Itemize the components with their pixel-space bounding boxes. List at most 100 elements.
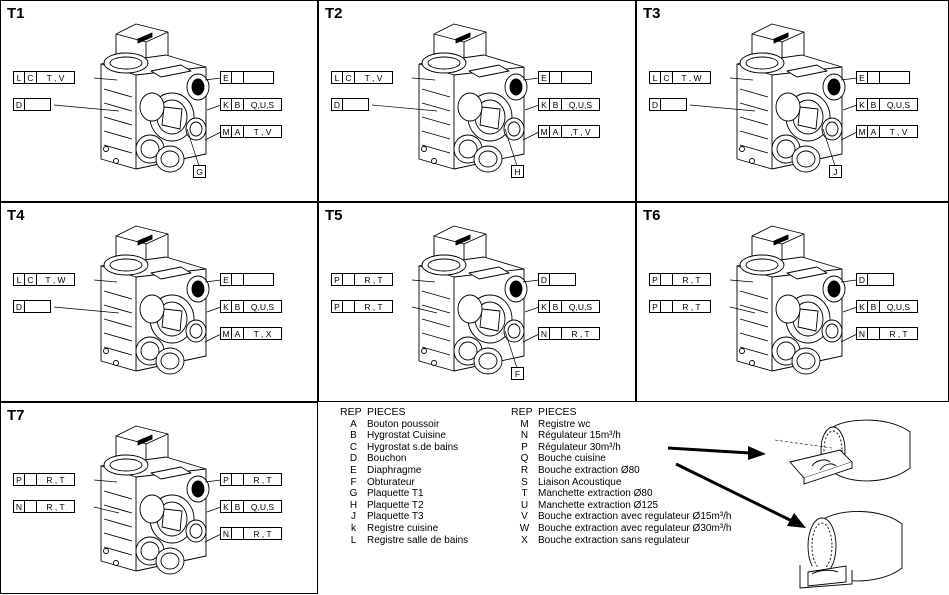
label-cell [343, 300, 355, 313]
cell-title: T4 [7, 207, 25, 224]
label-cell: T , V [880, 125, 918, 138]
label-cell [232, 273, 244, 286]
label-cell: Q,U,S [244, 500, 282, 513]
label-cell: L [331, 71, 343, 84]
label-cell: R , T [673, 273, 711, 286]
label-cell: M [856, 125, 868, 138]
legend-pieces-header: PIECES [538, 406, 577, 418]
legend-description: Liaison Acoustique [538, 476, 622, 488]
label-cell: R , T [244, 473, 282, 486]
label-cell: R , T [355, 273, 393, 286]
left-callout-label: D [13, 98, 51, 111]
label-cell: P [13, 473, 25, 486]
label-cell [25, 98, 51, 111]
legend-code: R [520, 464, 529, 476]
label-cell [868, 273, 894, 286]
label-cell: M [538, 125, 550, 138]
legend-description: Plaquette T3 [367, 511, 424, 523]
legend-header: REP PIECES [340, 406, 468, 419]
label-cell [343, 98, 369, 111]
vmc-unit-drawing [729, 225, 858, 375]
label-cell [244, 71, 274, 84]
label-cell: E [538, 71, 550, 84]
right-callout-label: N R , T [538, 327, 600, 340]
right-callout-label: D [856, 273, 894, 286]
vmc-unit-drawing [53, 23, 222, 173]
legend-description: Hygrostat s.de bains [367, 441, 459, 453]
legend-description: Registre wc [538, 418, 591, 430]
legend-description: Manchette extraction Ø125 [538, 499, 659, 511]
cell-title: T7 [7, 407, 25, 424]
label-cell: D [649, 98, 661, 111]
label-cell: Q,U,S [562, 98, 600, 111]
label-cell: L [13, 273, 25, 286]
legend-description: Bouche extraction avec regulateur Ø30m³/… [538, 522, 732, 534]
legend-code: U [520, 499, 529, 511]
legend-pieces-header: PIECES [367, 406, 406, 418]
legend-code: N [520, 430, 529, 442]
label-cell: B [868, 300, 880, 313]
label-cell: D [13, 98, 25, 111]
label-cell: B [550, 300, 562, 313]
label-cell [868, 327, 880, 340]
label-cell: N [220, 527, 232, 540]
label-cell: A [868, 125, 880, 138]
label-cell: P [331, 273, 343, 286]
label-cell: D [538, 273, 550, 286]
plate-callout: G [193, 165, 206, 178]
legend-description: Diaphragme [367, 464, 422, 476]
label-cell: P [331, 300, 343, 313]
left-callout-label: D [13, 300, 51, 313]
legend-description: Registre salle de bains [367, 534, 469, 546]
label-cell: Q,U,S [880, 300, 918, 313]
label-cell: E [220, 273, 232, 286]
label-cell: T , W [673, 71, 711, 84]
cell-title: T5 [325, 207, 343, 224]
legend-code: M [520, 418, 529, 430]
label-cell [880, 71, 910, 84]
label-cell: C [25, 273, 37, 286]
label-cell: E [856, 71, 868, 84]
legend-description: Régulateur 30m³/h [538, 441, 621, 453]
legend-code: W [519, 522, 530, 534]
label-cell: N [538, 327, 550, 340]
label-cell: C [661, 71, 673, 84]
vmc-unit-drawing [53, 225, 222, 375]
right-callout-label: E [856, 71, 910, 84]
label-cell: T , W [37, 273, 75, 286]
legend-description: Obturateur [367, 476, 415, 488]
legend-code: G [349, 488, 358, 500]
label-cell: T , X [244, 327, 282, 340]
plate-callout: J [829, 165, 842, 178]
legend-code: C [349, 441, 358, 453]
label-cell [868, 71, 880, 84]
legend-code: V [521, 511, 528, 523]
label-cell: B [868, 98, 880, 111]
label-cell [661, 273, 673, 286]
label-cell: K [220, 300, 232, 313]
label-cell: R , T [562, 327, 600, 340]
label-cell [25, 473, 37, 486]
label-cell: E [220, 71, 232, 84]
label-cell: R , T [37, 500, 75, 513]
cell-title: T2 [325, 5, 343, 22]
label-cell [550, 71, 562, 84]
legend-description: Régulateur 15m³/h [538, 430, 621, 442]
legend-code: L [350, 534, 357, 546]
